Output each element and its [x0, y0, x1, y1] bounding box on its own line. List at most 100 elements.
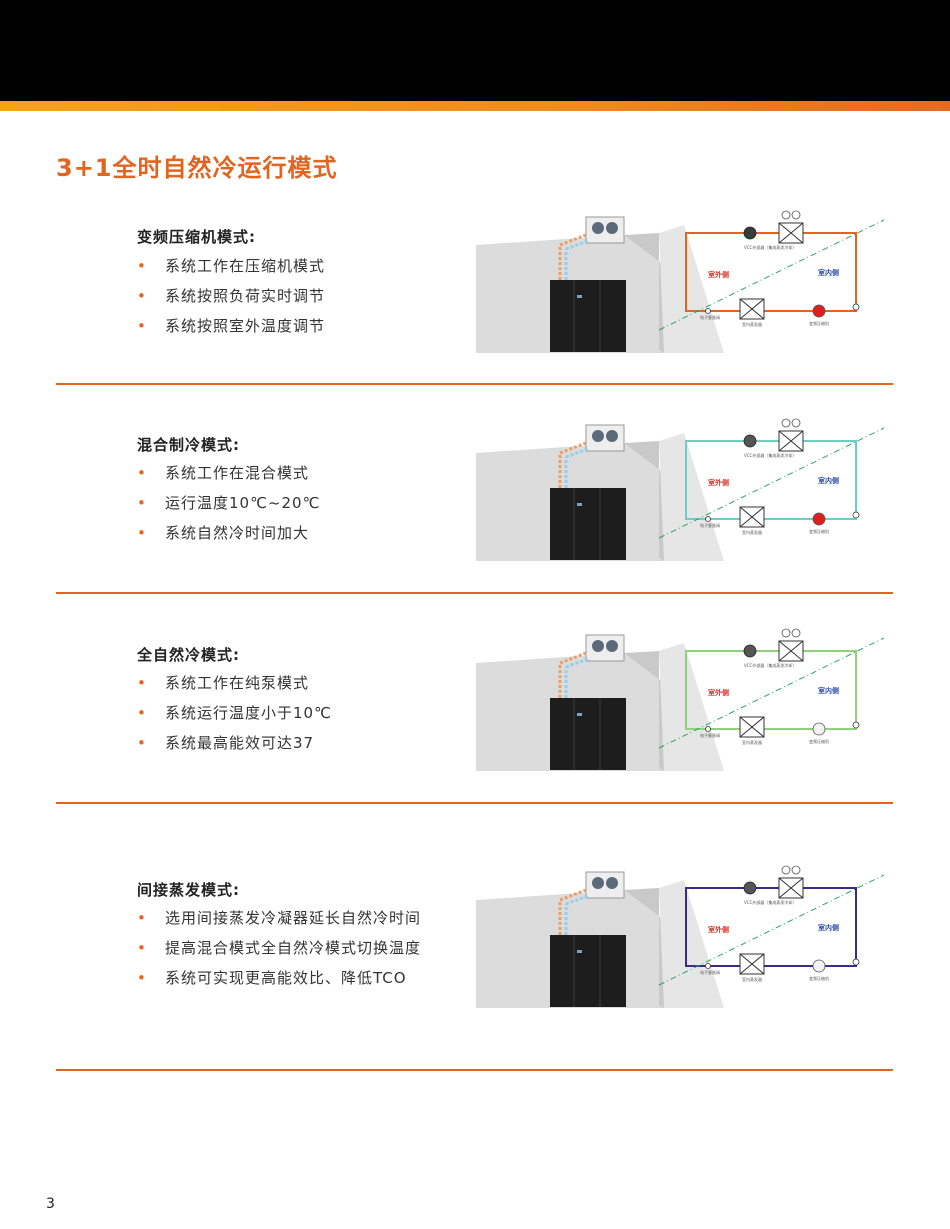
valve-icon — [705, 516, 711, 522]
outdoor-indoor-boundary — [658, 427, 885, 539]
fan-icon — [781, 210, 791, 220]
fan-icon — [781, 865, 791, 875]
outdoor-fan — [592, 222, 604, 234]
refrigerant-loop — [685, 440, 857, 520]
indoor-cabinet — [550, 698, 626, 770]
indoor-cabinet — [550, 280, 626, 352]
system-diagram: VCC外部器（集成蒸发冷却）室外侧室内侧室内蒸发器电子膨胀阀变频压缩机 — [476, 210, 885, 353]
fan-icon — [781, 628, 791, 638]
list-item: •系统运行温度小于10℃ — [137, 704, 332, 722]
valve-label: 电子膨胀阀 — [700, 732, 720, 738]
outdoor-fan — [592, 430, 604, 442]
valve-icon — [705, 726, 711, 732]
outdoor-fan — [606, 222, 618, 234]
room-floor — [659, 643, 724, 771]
outdoor-indoor-boundary — [658, 637, 885, 749]
indoor-coil-label: 室内蒸发器 — [742, 976, 762, 982]
room-wall-side — [624, 233, 664, 353]
outdoor-unit — [585, 634, 625, 662]
outdoor-side-label: 室外侧 — [708, 688, 729, 697]
list-item: •选用间接蒸发冷凝器延长自然冷时间 — [137, 909, 422, 927]
outdoor-fan — [606, 877, 618, 889]
valve-icon — [705, 308, 711, 314]
indoor-cabinet — [550, 935, 626, 1007]
compressor-icon — [812, 959, 826, 973]
compressor-label: 变频压缩机 — [809, 738, 829, 744]
room-floor — [659, 433, 724, 561]
condenser-icon — [778, 430, 804, 452]
section-divider — [56, 802, 893, 804]
fan-icon — [791, 628, 801, 638]
pump-icon — [743, 434, 757, 448]
condenser-icon — [778, 877, 804, 899]
mode-title: 变频压缩机模式: — [137, 228, 256, 246]
indoor-side-label: 室内侧 — [818, 923, 839, 932]
pipe-cool — [565, 447, 589, 459]
room-floor — [659, 880, 724, 1008]
fan-icon — [781, 418, 791, 428]
evaporator-icon — [739, 506, 765, 528]
pipe-cool — [565, 894, 589, 906]
valve-icon — [705, 963, 711, 969]
room-wall-side — [624, 651, 664, 771]
section-divider — [56, 1069, 893, 1071]
section-divider — [56, 383, 893, 385]
outdoor-unit-label: VCC外部器（集成蒸发冷却） — [744, 899, 796, 905]
cabinet-display — [577, 950, 582, 953]
cabinet-display — [577, 713, 582, 716]
indoor-coil-label: 室内蒸发器 — [742, 321, 762, 327]
pipe-cool — [565, 239, 589, 251]
indoor-side-label: 室内侧 — [818, 686, 839, 695]
fan-icon — [791, 210, 801, 220]
indoor-coil-label: 室内蒸发器 — [742, 739, 762, 745]
top-orange-stripe — [0, 101, 950, 111]
bullet-list: •系统工作在压缩机模式 •系统按照负荷实时调节 •系统按照室外温度调节 — [137, 251, 325, 341]
compressor-icon — [812, 304, 826, 318]
condenser-icon — [778, 640, 804, 662]
outdoor-indoor-boundary — [658, 219, 885, 331]
fan-icon — [791, 865, 801, 875]
outdoor-unit — [585, 216, 625, 244]
refrigerant-loop — [685, 650, 857, 730]
cabinet-display — [577, 295, 582, 298]
indoor-coil-label: 室内蒸发器 — [742, 529, 762, 535]
valve-label: 电子膨胀阀 — [700, 969, 720, 975]
outdoor-unit — [585, 424, 625, 452]
outdoor-fan — [592, 640, 604, 652]
bullet-list: •选用间接蒸发冷凝器延长自然冷时间 •提高混合模式全自然冷模式切换温度 •系统可… — [137, 903, 421, 993]
check-valve-icon — [852, 303, 860, 311]
indoor-side-label: 室内侧 — [818, 268, 839, 277]
mode-title: 间接蒸发模式: — [137, 881, 240, 899]
list-item: •运行温度10℃~20℃ — [137, 494, 321, 512]
list-item: •系统按照负荷实时调节 — [137, 287, 326, 305]
outdoor-fan — [606, 430, 618, 442]
outdoor-side-label: 室外侧 — [708, 925, 729, 934]
outdoor-indoor-boundary — [658, 874, 885, 986]
system-diagram: VCC外部器（集成蒸发冷却）室外侧室内侧室内蒸发器电子膨胀阀变频压缩机 — [476, 628, 885, 771]
list-item: •系统工作在压缩机模式 — [137, 257, 326, 275]
list-item: •系统工作在混合模式 — [137, 464, 310, 482]
evaporator-icon — [739, 953, 765, 975]
list-item: •系统可实现更高能效比、降低TCO — [137, 969, 407, 987]
top-black-band — [0, 0, 950, 101]
compressor-icon — [812, 512, 826, 526]
indoor-cabinet — [550, 488, 626, 560]
check-valve-icon — [852, 958, 860, 966]
compressor-label: 变频压缩机 — [809, 975, 829, 981]
outdoor-fan — [592, 877, 604, 889]
cabinet-display — [577, 503, 582, 506]
outdoor-unit-label: VCC外部器（集成蒸发冷却） — [744, 452, 796, 458]
evaporator-icon — [739, 716, 765, 738]
page-number: 3 — [46, 1196, 55, 1212]
list-item: •系统按照室外温度调节 — [137, 317, 326, 335]
outdoor-side-label: 室外侧 — [708, 478, 729, 487]
refrigerant-loop — [685, 232, 857, 312]
refrigerant-loop — [685, 887, 857, 967]
compressor-label: 变频压缩机 — [809, 320, 829, 326]
indoor-side-label: 室内侧 — [818, 476, 839, 485]
check-valve-icon — [852, 721, 860, 729]
pipe-cool — [565, 657, 589, 669]
outdoor-fan — [606, 640, 618, 652]
check-valve-icon — [852, 511, 860, 519]
room-wall-side — [624, 888, 664, 1008]
